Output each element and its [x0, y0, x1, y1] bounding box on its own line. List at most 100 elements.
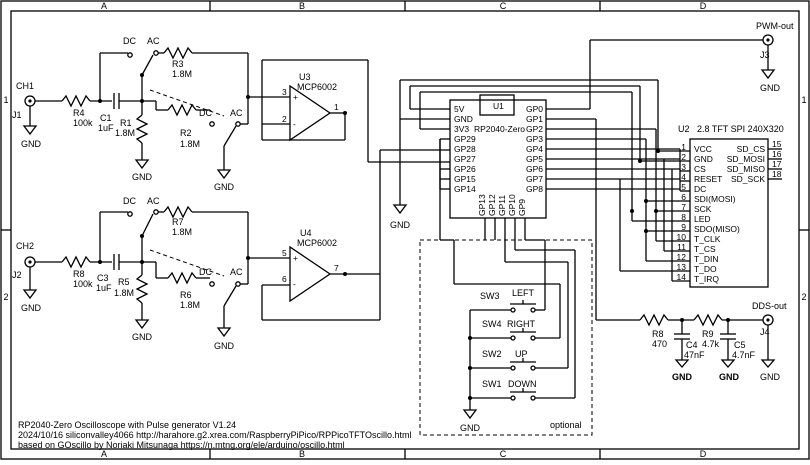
r9-resistor	[693, 313, 723, 327]
u3-pin-out: 1	[334, 102, 339, 112]
ch2-coupling-switch-bottom[interactable]	[223, 285, 237, 307]
r2-value: 1.8M	[180, 139, 200, 149]
j3-ref: J3	[760, 50, 770, 60]
u2-num-2: 2	[681, 152, 686, 162]
u2-pin-led: LED	[694, 214, 711, 224]
u2-pin-vcc: VCC	[694, 144, 712, 154]
r1-ref: R1	[120, 118, 132, 128]
u3-pin-in-p: 3	[282, 87, 287, 97]
ch1-coupling-switch-bottom[interactable]	[223, 125, 237, 147]
sw4-ref: SW4	[482, 319, 502, 329]
u3-ref: U3	[299, 72, 311, 82]
u1-pin-gp14: GP14	[454, 184, 476, 194]
u2-left-pins: VCC GND CS RESET DC SDI(MOSI) SCK LED SD…	[694, 144, 740, 284]
j2-gnd-label: GND	[21, 303, 42, 313]
u4-pin-out: 7	[334, 263, 339, 273]
optional-label: optional	[550, 420, 582, 430]
ch1-sw-bot-dc-label: DC	[199, 108, 212, 118]
u1-pin-gp10: GP10	[507, 194, 517, 216]
u1-pin-gp13: GP13	[477, 194, 487, 216]
u2-num-17: 17	[772, 159, 782, 169]
r2-resistor	[167, 103, 197, 117]
u2-num-6: 6	[681, 192, 686, 202]
r6-value: 1.8M	[180, 300, 200, 310]
sw3-left-button[interactable]	[470, 300, 545, 313]
u1-pin-3v3: 3V3	[454, 124, 469, 134]
u2-num-14: 14	[677, 272, 687, 282]
u2-right-pins: SD_CS SD_MOSI SD_MISO SD_SCK 15 16 17 18	[727, 139, 782, 184]
j4-gnd-label: GND	[760, 372, 781, 382]
u3-part: MCP6002	[297, 82, 337, 92]
r7-value: 1.8M	[172, 227, 192, 237]
u1-usb-connector	[479, 94, 515, 116]
u1-pin-gp3: GP3	[526, 134, 543, 144]
r6-ref: R6	[180, 290, 192, 300]
ch1-sw-top-dc-label: DC	[123, 36, 136, 46]
u2-pin-tirq: T_IRQ	[694, 274, 719, 284]
j3-gnd-label: GND	[760, 83, 781, 93]
sw4-right-button[interactable]	[470, 328, 560, 341]
col-label-c-top: C	[500, 1, 507, 11]
u2-pin-sdo: SDO(MISO)	[694, 224, 740, 234]
u1-bottom-pin-labels: GP13 GP12 GP11 GP10 GP9	[477, 194, 527, 216]
u4-opamp	[289, 245, 332, 303]
u1-pin-gp6: GP6	[526, 164, 543, 174]
u2-num-16: 16	[772, 149, 782, 159]
u2-num-9: 9	[681, 222, 686, 232]
r4-ref: R4	[73, 108, 85, 118]
sw3-name: LEFT	[512, 288, 535, 298]
u1-left-pin-labels: 5V GND 3V3 GP29 GP28 GP27 GP26 GP15 GP14	[454, 104, 476, 194]
u2-pin-tdin: T_DIN	[694, 254, 719, 264]
c5-value: 4.7nF	[732, 350, 756, 360]
r1-resistor	[135, 114, 149, 144]
r4-value: 100k	[73, 118, 93, 128]
r8-dds-resistor	[639, 313, 669, 327]
footer-date-url: 2024/10/16 siliconvalley4066 http://hara…	[18, 430, 412, 440]
col-label-b-bottom: B	[299, 449, 305, 459]
u1-pin-gp2: GP2	[526, 124, 543, 134]
r8-in-ref: R8	[73, 269, 85, 279]
u2-pin-sd-miso: SD_MISO	[727, 164, 766, 174]
c1-value: 1uF	[98, 123, 114, 133]
u2-num-3: 3	[681, 162, 686, 172]
u1-pin-gp5: GP5	[526, 154, 543, 164]
ch1-sw-bot-ac-label: AC	[230, 108, 243, 118]
r7-resistor	[163, 205, 193, 219]
ch1-gnd-r1-label: GND	[132, 172, 153, 182]
u2-num-5: 5	[681, 182, 686, 192]
c4-gnd-label: GND	[672, 372, 693, 382]
ch2-gnd-sw-label: GND	[214, 341, 235, 351]
r8-in-resistor	[61, 255, 91, 269]
j2-label: J2	[12, 270, 22, 280]
sw1-down-button[interactable]	[470, 388, 575, 401]
r5-value: 1.8M	[114, 288, 134, 298]
sw1-name: DOWN	[508, 379, 537, 389]
ch1-sw-top-ac-label: AC	[147, 36, 160, 46]
r1-value: 1.8M	[115, 128, 135, 138]
pwm-out-label: PWM-out	[756, 21, 794, 31]
u1-gnd-label: GND	[390, 220, 411, 230]
u2-pin-gnd: GND	[694, 154, 713, 164]
c3-capacitor	[113, 254, 120, 270]
r9-ref: R9	[702, 329, 714, 339]
u2-num-1: 1	[681, 142, 686, 152]
u2-pin-reset: RESET	[694, 174, 722, 184]
ch1-coupling-switch-top[interactable]	[141, 54, 154, 76]
r3-value: 1.8M	[172, 69, 192, 79]
svg-text:-: -	[293, 119, 296, 129]
u1-pin-gp26: GP26	[454, 164, 476, 174]
sw1-ref: SW1	[482, 379, 502, 389]
u1-pin-gp0: GP0	[526, 104, 543, 114]
sw2-up-button[interactable]	[470, 358, 568, 371]
u2-pin-tdo: T_DO	[694, 264, 717, 274]
sw2-ref: SW2	[482, 349, 502, 359]
u4-pin-in-n: 6	[282, 274, 287, 284]
ch2-coupling-switch-top[interactable]	[141, 213, 154, 237]
u2-tft-display	[689, 138, 769, 288]
u1-ref: U1	[493, 101, 504, 111]
u1-pin-gp11: GP11	[497, 195, 507, 216]
col-label-d-bottom: D	[700, 449, 707, 459]
u3-opamp	[289, 84, 332, 142]
